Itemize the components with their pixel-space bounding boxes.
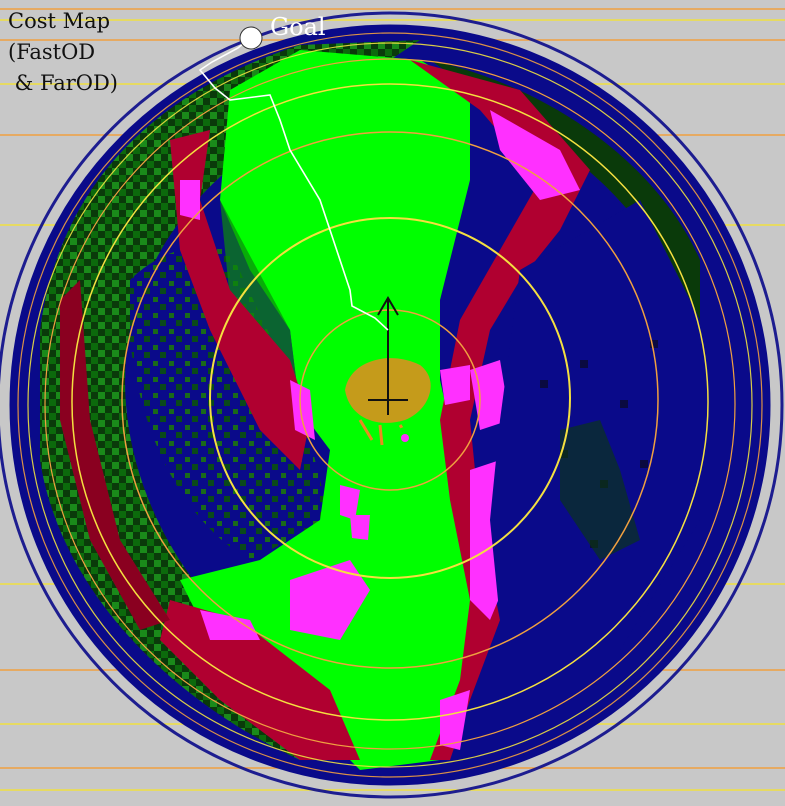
range-rings (44, 58, 736, 750)
goal-marker-icon[interactable] (239, 26, 263, 50)
planned-path (198, 37, 389, 331)
map-title: Cost Map (FastOD & FarOD) (8, 9, 118, 95)
goal-label: Goal (270, 13, 326, 41)
title-line-1: Cost Map (8, 9, 110, 33)
title-line-3: & FarOD) (8, 71, 118, 95)
title-line-2: (FastOD (8, 40, 95, 64)
robot-marker (345, 296, 431, 446)
disc-rims (0, 11, 784, 799)
